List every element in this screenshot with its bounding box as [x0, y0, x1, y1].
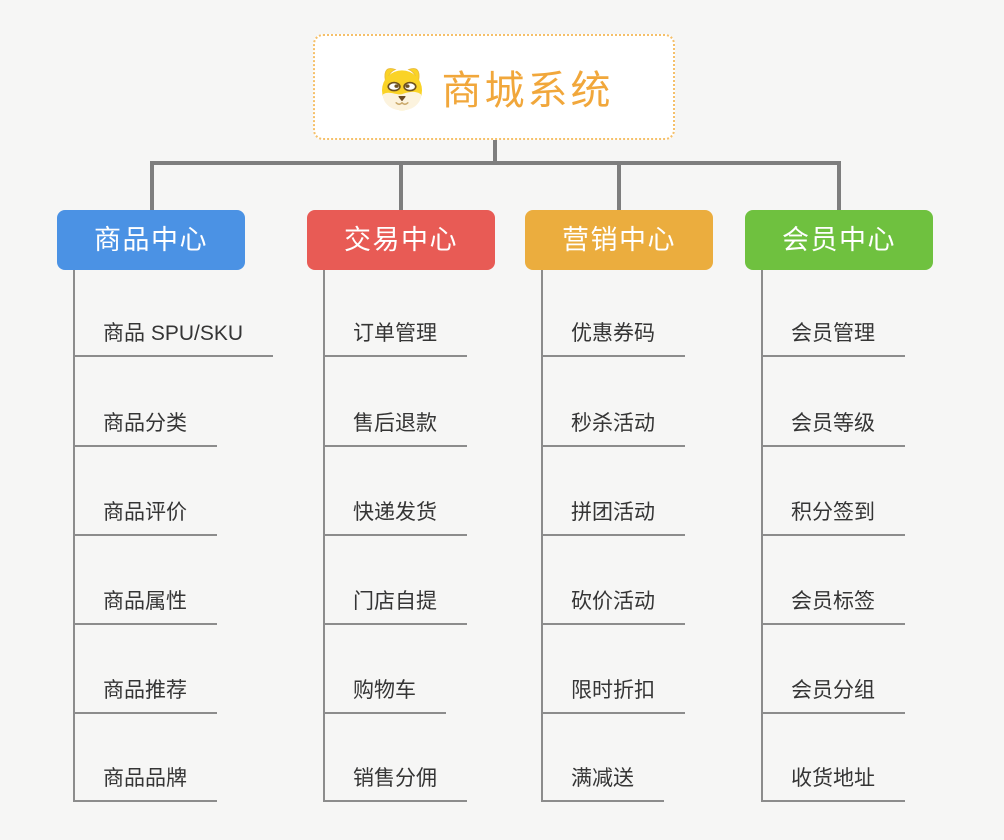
leaf-node[interactable]: 优惠券码	[541, 319, 685, 357]
leaf-node[interactable]: 销售分佣	[323, 764, 467, 802]
leaf-node[interactable]: 会员等级	[761, 409, 905, 447]
leaf-node[interactable]: 会员管理	[761, 319, 905, 357]
leaf-node[interactable]: 商品品牌	[73, 764, 217, 802]
leaf-node[interactable]: 商品评价	[73, 498, 217, 536]
connector-drop-member	[837, 161, 841, 211]
leaf-node[interactable]: 收货地址	[761, 764, 905, 802]
leaf-node[interactable]: 商品分类	[73, 409, 217, 447]
connector-drop-trade	[399, 161, 403, 211]
leaf-node[interactable]: 积分签到	[761, 498, 905, 536]
leaf-node[interactable]: 砍价活动	[541, 587, 685, 625]
connector-trunk-line	[150, 161, 840, 165]
branch-node-trade-center[interactable]: 交易中心	[307, 210, 495, 270]
leaf-node[interactable]: 秒杀活动	[541, 409, 685, 447]
branch-node-product-center[interactable]: 商品中心	[57, 210, 245, 270]
dog-face-icon	[381, 68, 422, 111]
branch-children-product: 商品 SPU/SKU 商品分类 商品评价 商品属性 商品推荐 商品品牌	[73, 270, 313, 810]
leaf-node[interactable]: 快递发货	[323, 498, 467, 536]
leaf-node[interactable]: 门店自提	[323, 587, 467, 625]
leaf-node[interactable]: 满减送	[541, 764, 664, 802]
leaf-node[interactable]: 商品推荐	[73, 676, 217, 714]
leaf-node[interactable]: 会员标签	[761, 587, 905, 625]
branch-children-trade: 订单管理 售后退款 快递发货 门店自提 购物车 销售分佣	[323, 270, 563, 810]
root-node[interactable]: 商城系统	[313, 34, 675, 140]
branch-spine-line	[761, 270, 763, 802]
leaf-node[interactable]: 购物车	[323, 676, 446, 714]
leaf-node[interactable]: 商品 SPU/SKU	[73, 319, 274, 357]
branch-children-member: 会员管理 会员等级 积分签到 会员标签 会员分组 收货地址	[761, 270, 1001, 810]
leaf-node[interactable]: 拼团活动	[541, 498, 685, 536]
branch-node-member-center[interactable]: 会员中心	[745, 210, 933, 270]
leaf-node[interactable]: 售后退款	[323, 409, 467, 447]
branch-node-marketing-center[interactable]: 营销中心	[525, 210, 713, 270]
branch-spine-line	[73, 270, 75, 802]
branch-spine-line	[541, 270, 543, 802]
connector-drop-product	[150, 161, 154, 211]
branch-spine-line	[323, 270, 325, 802]
leaf-node[interactable]: 会员分组	[761, 676, 905, 714]
leaf-node[interactable]: 订单管理	[323, 319, 467, 357]
branch-children-marketing: 优惠券码 秒杀活动 拼团活动 砍价活动 限时折扣 满减送	[541, 270, 781, 810]
root-title: 商城系统	[441, 69, 614, 113]
leaf-node[interactable]: 商品属性	[73, 587, 217, 625]
connector-drop-marketing	[617, 161, 621, 211]
connector-root-stem	[493, 139, 497, 164]
leaf-node[interactable]: 限时折扣	[541, 676, 685, 714]
